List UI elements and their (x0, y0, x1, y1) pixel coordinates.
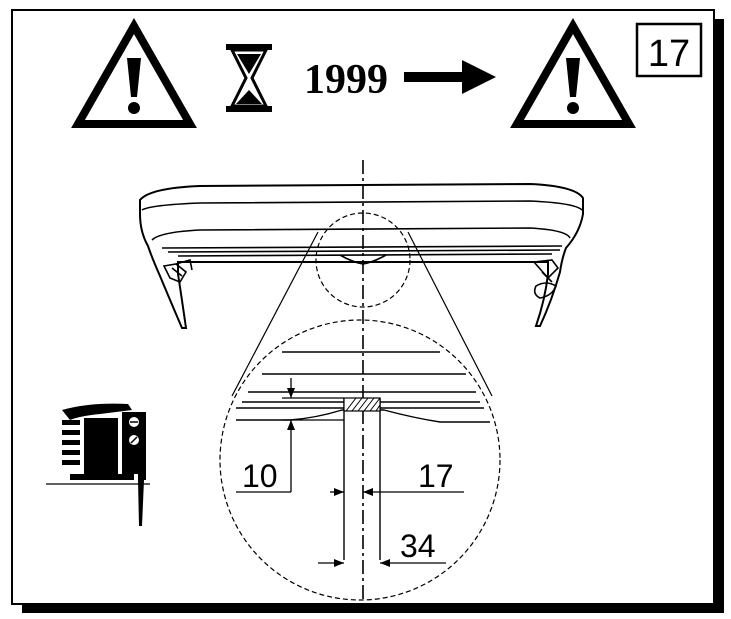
step-number: 17 (648, 33, 690, 75)
half-width-dimension-value: 17 (418, 458, 454, 494)
arrow-right-icon (404, 60, 496, 94)
warning-triangle-icon (510, 17, 636, 128)
hourglass-icon (226, 44, 272, 112)
model-year-label: 1999 (304, 57, 388, 103)
rear-bumper-drawing (139, 182, 584, 329)
magnified-detail-circle (219, 319, 501, 601)
detail-reference-circle (315, 212, 411, 308)
full-width-dimension (318, 559, 446, 567)
step-number-badge: 17 (635, 22, 703, 78)
height-dimension (236, 378, 344, 493)
height-dimension-value: 10 (242, 458, 278, 494)
warning-triangle-icon (71, 17, 197, 128)
half-width-dimension (330, 488, 464, 496)
magnification-lines (231, 231, 493, 397)
full-width-dimension-value: 34 (400, 528, 436, 564)
cutout-hatch-area (343, 397, 381, 412)
magnified-bumper-detail (236, 351, 490, 560)
jigsaw-icon (46, 403, 150, 526)
